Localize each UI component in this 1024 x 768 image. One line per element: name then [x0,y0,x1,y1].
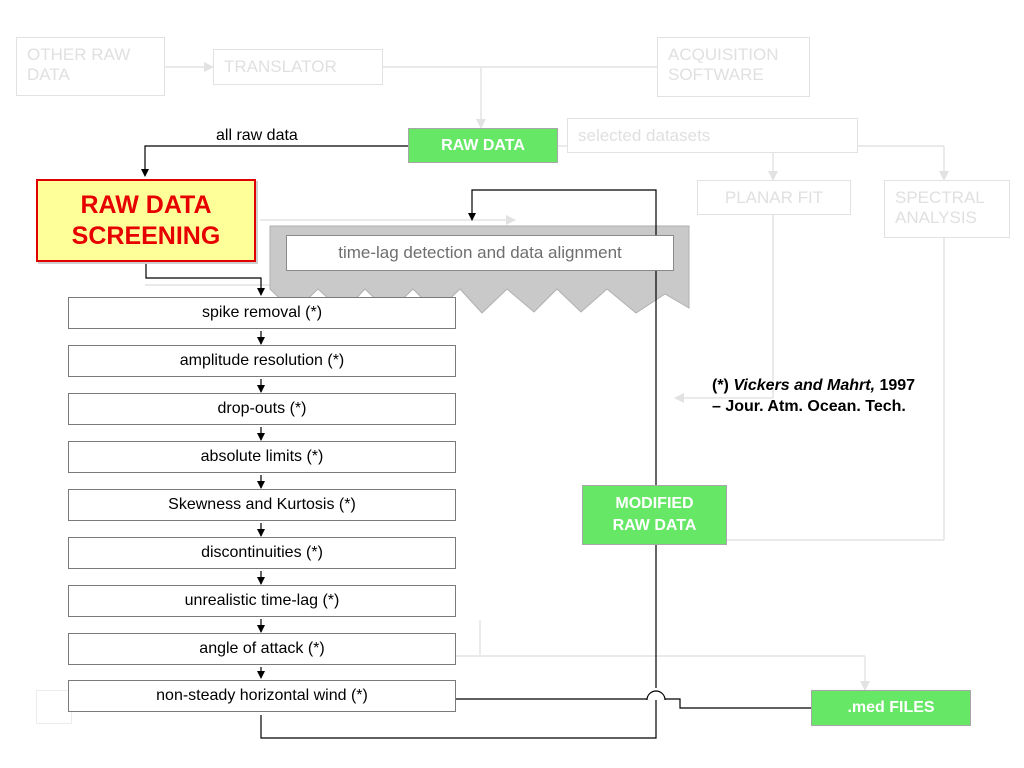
step-skewness-kurtosis: Skewness and Kurtosis (*) [68,489,456,521]
planar-fit-box: PLANAR FIT [697,180,851,215]
modified-raw-data-box: MODIFIED RAW DATA [582,485,727,545]
step-non-steady-horizontal-wind: non-steady horizontal wind (*) [68,680,456,712]
step-absolute-limits: absolute limits (*) [68,441,456,473]
time-lag-detection-box: time-lag detection and data alignment [286,235,674,271]
step-discontinuities: discontinuities (*) [68,537,456,569]
med-files-box: .med FILES [811,690,971,726]
step-unrealistic-time-lag: unrealistic time-lag (*) [68,585,456,617]
faded-placeholder-box [36,690,72,724]
raw-data-screening-box: RAW DATA SCREENING [36,179,256,262]
modified-raw-data-label: MODIFIED RAW DATA [612,495,697,534]
step-spike-removal: spike removal (*) [68,297,456,329]
spectral-analysis-box: SPECTRAL ANALYSIS [884,180,1010,238]
raw-data-box: RAW DATA [408,128,558,163]
reference-authors: Vickers and Mahrt, [733,377,876,394]
med-files-label: .med FILES [847,699,935,716]
step-drop-outs: drop-outs (*) [68,393,456,425]
reference-year: 1997 [879,377,916,394]
reference-marker: (*) [712,377,729,394]
reference-line-1: (*) Vickers and Mahrt, 1997 [712,375,915,396]
step-amplitude-resolution: amplitude resolution (*) [68,345,456,377]
faded-connectors [145,62,949,691]
raw-data-screening-label: RAW DATA SCREENING [71,191,221,250]
translator-box: TRANSLATOR [213,49,383,85]
black-connectors [141,145,811,739]
reference-note: (*) Vickers and Mahrt, 1997 – Jour. Atm.… [712,375,915,417]
reference-journal: – Jour. Atm. Ocean. Tech. [712,398,906,415]
selected-datasets-box: selected datasets [567,118,858,153]
acquisition-software-box: ACQUISITION SOFTWARE [657,37,810,97]
other-raw-data-box: OTHER RAW DATA [16,37,165,96]
all-raw-data-label: all raw data [216,127,298,144]
raw-data-label: RAW DATA [441,136,525,154]
step-angle-of-attack: angle of attack (*) [68,633,456,665]
